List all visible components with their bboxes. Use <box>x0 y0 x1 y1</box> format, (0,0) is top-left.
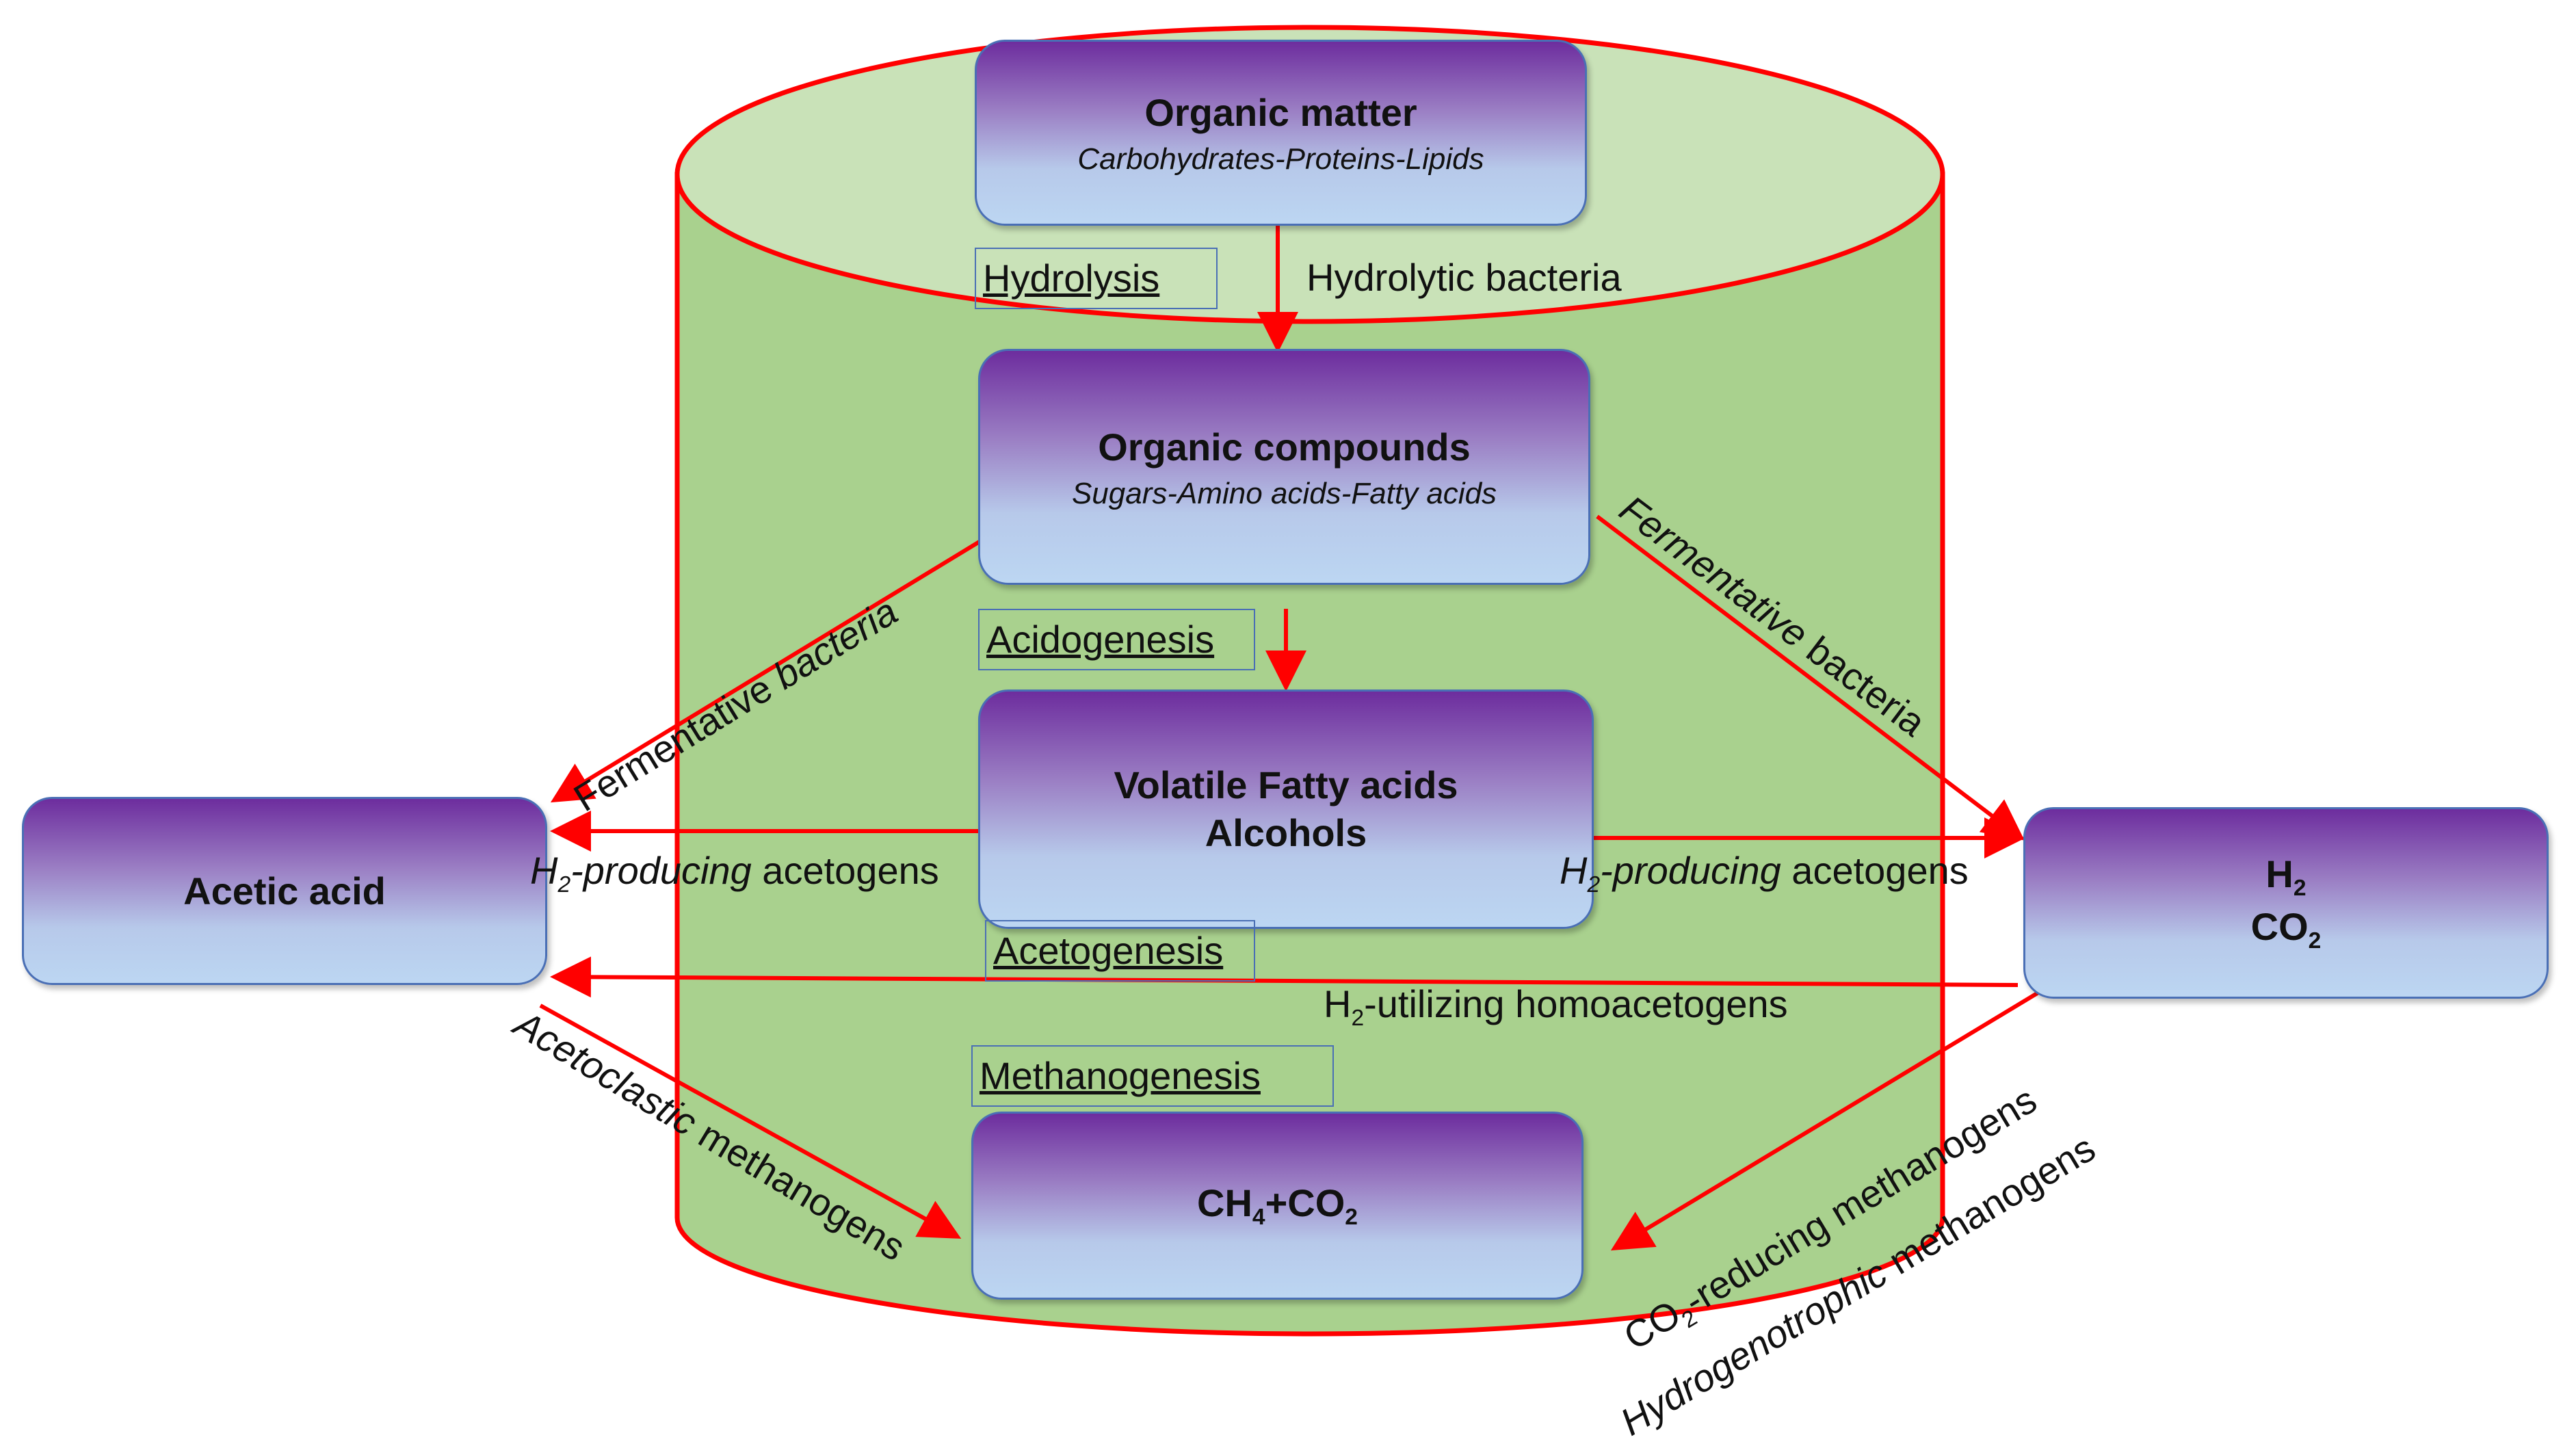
stage-acetogenesis: Acetogenesis <box>985 920 1255 982</box>
organic-compounds-subtitle: Sugars-Amino acids-Fatty acids <box>1071 476 1497 510</box>
arrow-fermentative-left <box>550 538 983 803</box>
arrow-acetoclastic <box>539 1003 962 1239</box>
stage-methanogenesis: Methanogenesis <box>971 1045 1334 1107</box>
label-homoacetogens: H2-utilizing homoacetogens <box>1324 982 1788 1032</box>
label-hydrolytic-bacteria: Hydrolytic bacteria <box>1306 256 1622 299</box>
label-acetogens-right: H2-producing acetogens <box>1560 849 1969 898</box>
node-h2-co2: H2 CO2 <box>2023 807 2549 999</box>
arrow-homoacetogens <box>550 956 2019 998</box>
ch4-co2-label: CH4+CO2 <box>1197 1181 1358 1231</box>
acetic-acid-title: Acetic acid <box>183 869 386 913</box>
organic-compounds-title: Organic compounds <box>1098 425 1471 469</box>
node-organic-matter: Organic matter Carbohydrates-Proteins-Li… <box>975 40 1587 226</box>
organic-matter-subtitle: Carbohydrates-Proteins-Lipids <box>1077 142 1484 176</box>
node-ch4-co2: CH4+CO2 <box>971 1112 1583 1300</box>
stage-hydrolysis: Hydrolysis <box>975 248 1218 309</box>
label-acetogens-left: H2-producing acetogens <box>530 849 939 898</box>
arrow-co2-reducing <box>1610 986 2047 1251</box>
vfa-line1: Volatile Fatty acids <box>1114 763 1458 806</box>
node-volatile-fatty-acids: Volatile Fatty acids Alcohols <box>978 690 1594 929</box>
stage-acidogenesis: Acidogenesis <box>978 609 1255 670</box>
arrow-fermentative-right <box>1596 514 2025 841</box>
h2-label: H2 <box>2265 852 2306 902</box>
node-acetic-acid: Acetic acid <box>22 797 547 985</box>
node-organic-compounds: Organic compounds Sugars-Amino acids-Fat… <box>978 349 1590 585</box>
organic-matter-title: Organic matter <box>1144 91 1417 134</box>
vfa-line2: Alcohols <box>1205 811 1367 854</box>
co2-label: CO2 <box>2250 905 2322 954</box>
